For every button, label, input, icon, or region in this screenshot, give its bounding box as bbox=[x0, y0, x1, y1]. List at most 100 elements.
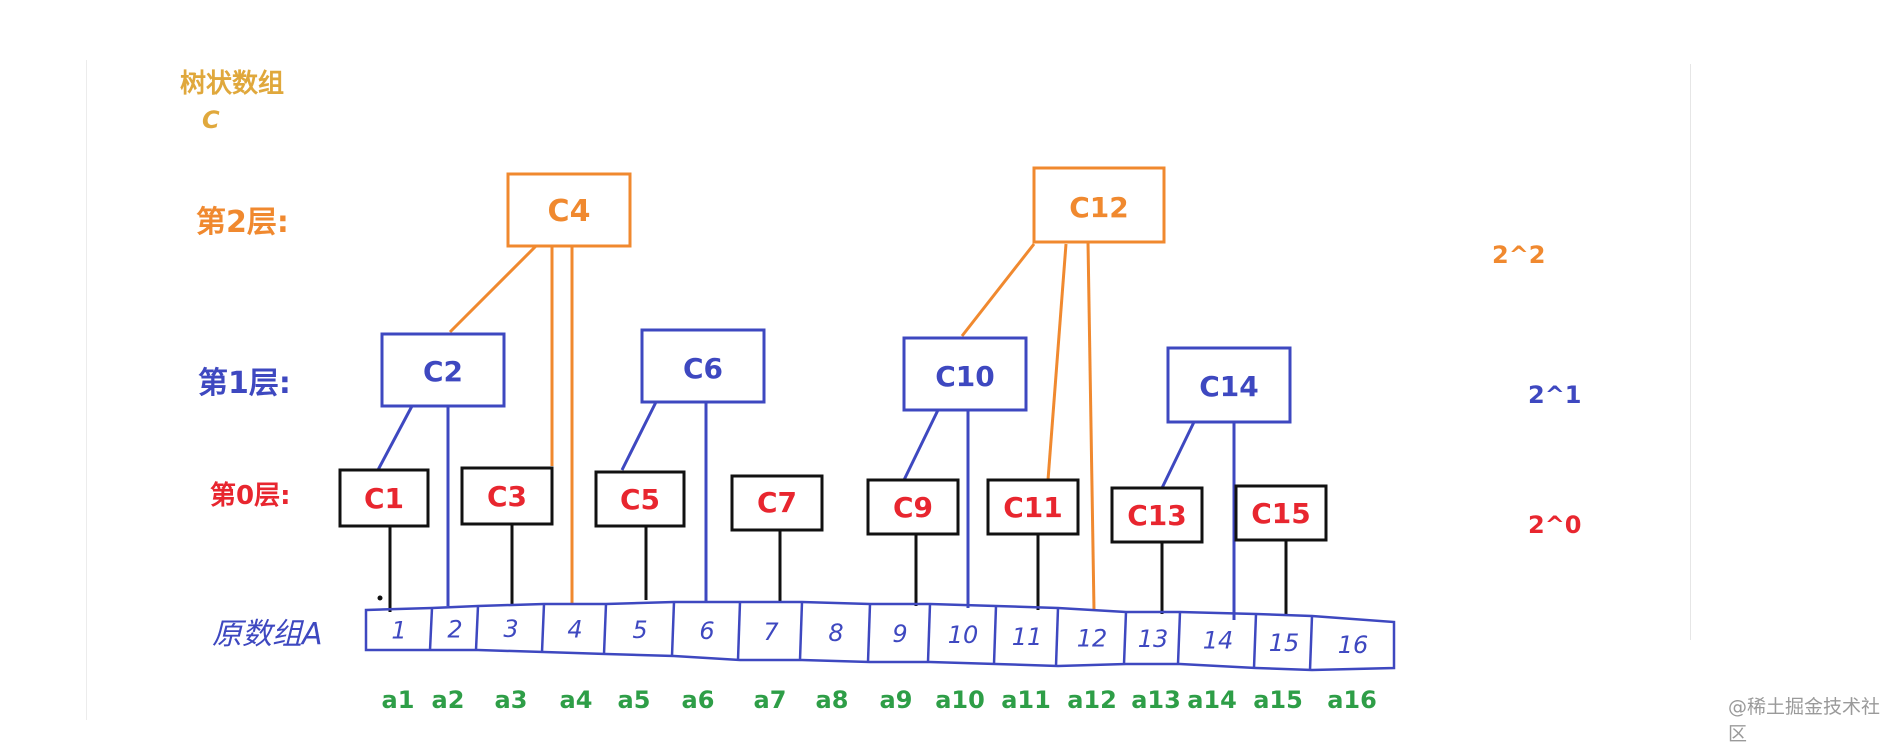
element-label-a7: a7 bbox=[754, 686, 787, 714]
array-cell-divider bbox=[474, 605, 480, 651]
node-c14-label: C14 bbox=[1199, 370, 1259, 403]
array-cell-5: 5 bbox=[632, 616, 647, 644]
element-label-a16: a16 bbox=[1327, 686, 1377, 714]
array-cell-16: 16 bbox=[1338, 631, 1369, 659]
element-label-a10: a10 bbox=[935, 686, 985, 714]
node-c2: C2 bbox=[380, 332, 506, 408]
array-cell-divider bbox=[1252, 613, 1258, 669]
connector-c4-c2 bbox=[448, 244, 538, 334]
node-c7-label: C7 bbox=[757, 486, 797, 519]
level-1-label: 第1层: bbox=[198, 366, 291, 401]
fenwick-tree-diagram: 树状数组 C 第2层: 第1层: 第0层: 2^2 2^1 2^0 bbox=[180, 68, 1582, 714]
element-label-a2: a2 bbox=[432, 686, 465, 714]
level-0-connectors bbox=[388, 524, 1288, 614]
element-label-a12: a12 bbox=[1067, 686, 1117, 714]
array-cell-divider bbox=[602, 603, 608, 655]
level-0-label: 第0层: bbox=[210, 480, 291, 511]
element-label-a3: a3 bbox=[495, 686, 528, 714]
array-cell-11: 11 bbox=[1012, 623, 1043, 651]
node-c1: C1 bbox=[338, 468, 430, 528]
element-label-a9: a9 bbox=[880, 686, 913, 714]
node-c4-label: C4 bbox=[548, 194, 591, 229]
element-label-a14: a14 bbox=[1187, 686, 1237, 714]
array-cell-divider bbox=[736, 601, 742, 661]
level-1-connectors bbox=[376, 401, 1236, 620]
array-cell-divider bbox=[798, 601, 804, 661]
array-cell-divider bbox=[1176, 611, 1182, 665]
node-c9: C9 bbox=[866, 478, 960, 536]
node-c7: C7 bbox=[730, 474, 824, 532]
element-label-a1: a1 bbox=[382, 686, 415, 714]
level-2-connectors bbox=[448, 241, 1096, 611]
array-cell-divider bbox=[1308, 615, 1314, 671]
array-cell-divider bbox=[670, 601, 676, 657]
connector-c6-c5 bbox=[620, 401, 658, 471]
node-c14: C14 bbox=[1166, 346, 1292, 424]
array-cell-3: 3 bbox=[503, 615, 518, 643]
panel-left-border bbox=[86, 60, 87, 720]
node-c3-label: C3 bbox=[487, 480, 527, 513]
node-c15-label: C15 bbox=[1251, 497, 1311, 530]
node-c10: C10 bbox=[902, 336, 1028, 412]
array-cell-4: 4 bbox=[567, 616, 582, 644]
array-cell-13: 13 bbox=[1138, 625, 1169, 653]
node-c1-label: C1 bbox=[364, 482, 404, 515]
node-c12-label: C12 bbox=[1069, 191, 1129, 224]
array-cell-divider bbox=[1122, 611, 1128, 665]
node-c2-label: C2 bbox=[423, 355, 463, 388]
array-cell-divider bbox=[1054, 607, 1060, 667]
level-0-power: 2^0 bbox=[1528, 511, 1582, 539]
array-cell-15: 15 bbox=[1269, 629, 1300, 657]
connector-c10-c9 bbox=[902, 409, 940, 481]
element-label-a6: a6 bbox=[682, 686, 715, 714]
node-c11: C11 bbox=[986, 478, 1080, 536]
element-label-a13: a13 bbox=[1131, 686, 1181, 714]
array-cell-divider bbox=[428, 607, 434, 651]
node-c6-label: C6 bbox=[683, 352, 723, 385]
node-c15: C15 bbox=[1234, 484, 1328, 542]
array-cell-divider bbox=[926, 603, 932, 663]
node-c11-label: C11 bbox=[1003, 491, 1063, 524]
array-cell-14: 14 bbox=[1203, 627, 1234, 655]
connector-c12-c11 bbox=[1046, 243, 1068, 481]
node-c10-label: C10 bbox=[935, 360, 995, 393]
array-label: 原数组A bbox=[212, 617, 323, 652]
level-2-power: 2^2 bbox=[1492, 241, 1546, 269]
panel-right-border bbox=[1690, 64, 1691, 640]
watermark: @稀土掘金技术社区 bbox=[1728, 696, 1881, 745]
array-cell-divider bbox=[866, 603, 872, 663]
node-c6: C6 bbox=[640, 328, 766, 404]
element-label-a8: a8 bbox=[816, 686, 849, 714]
array-cell-divider bbox=[992, 605, 998, 665]
node-c5: C5 bbox=[594, 470, 686, 528]
node-c9-label: C9 bbox=[893, 491, 933, 524]
array-cell-9: 9 bbox=[892, 620, 907, 648]
connector-c12-c10 bbox=[960, 243, 1036, 337]
array-cell-6: 6 bbox=[699, 617, 714, 645]
connector-c14-c13 bbox=[1160, 421, 1196, 489]
node-c13-label: C13 bbox=[1127, 499, 1187, 532]
array-cell-2: 2 bbox=[447, 616, 462, 644]
node-c4: C4 bbox=[506, 172, 632, 248]
stray-dot bbox=[377, 595, 383, 601]
array-cell-1: 1 bbox=[391, 617, 406, 645]
element-label-a4: a4 bbox=[560, 686, 593, 714]
diagram-title: 树状数组 bbox=[180, 68, 284, 99]
array-cell-divider bbox=[540, 603, 546, 653]
level-1-power: 2^1 bbox=[1528, 381, 1582, 409]
node-c12: C12 bbox=[1032, 166, 1166, 244]
level-2-label: 第2层: bbox=[196, 205, 289, 240]
array-cell-8: 8 bbox=[828, 619, 843, 647]
array-cell-7: 7 bbox=[763, 618, 779, 646]
array-cell-10: 10 bbox=[948, 621, 979, 649]
array-cell-12: 12 bbox=[1077, 625, 1108, 653]
node-c13: C13 bbox=[1110, 486, 1204, 544]
connector-c2-c1 bbox=[376, 405, 414, 471]
node-c3: C3 bbox=[460, 466, 554, 526]
element-label-a15: a15 bbox=[1253, 686, 1303, 714]
element-label-a11: a11 bbox=[1001, 686, 1051, 714]
node-c5-label: C5 bbox=[620, 483, 660, 516]
diagram-title-symbol: C bbox=[202, 106, 220, 134]
